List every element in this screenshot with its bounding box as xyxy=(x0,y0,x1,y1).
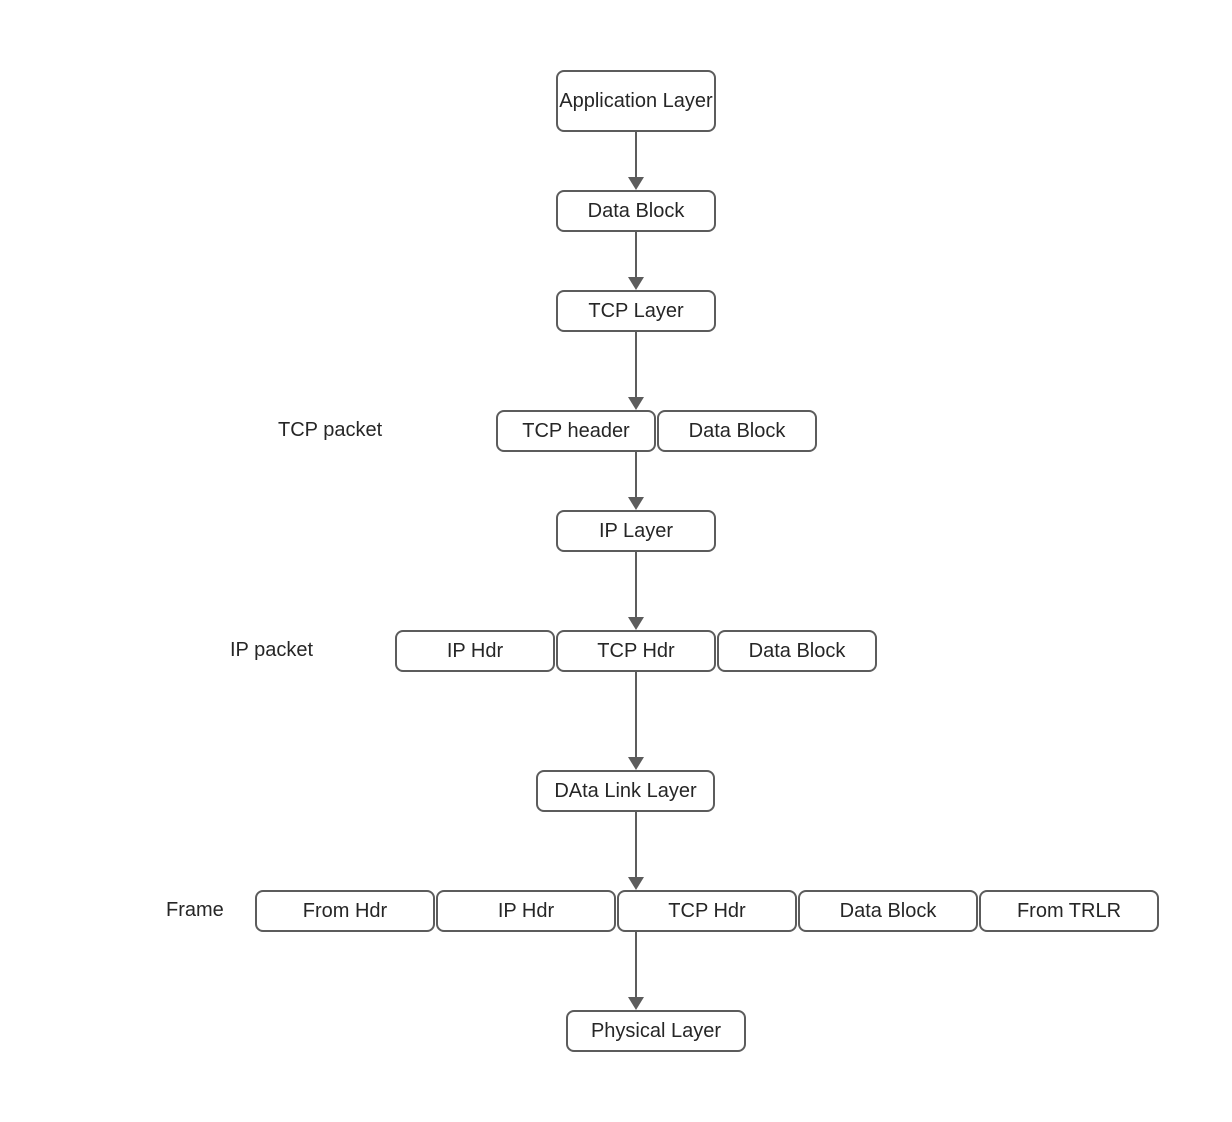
segment-ip-hdr[interactable]: IP Hdr xyxy=(436,890,616,932)
arrow-tcp-packet-to-ip-layer xyxy=(628,452,644,510)
row-frame: From Hdr IP Hdr TCP Hdr Data Block From … xyxy=(255,890,1159,932)
arrow-application-to-data-block xyxy=(628,132,644,190)
node-tcp-layer[interactable]: TCP Layer xyxy=(556,290,716,332)
segment-tcp-header[interactable]: TCP header xyxy=(496,410,656,452)
segment-tcp-hdr[interactable]: TCP Hdr xyxy=(556,630,716,672)
segment-from-hdr[interactable]: From Hdr xyxy=(255,890,435,932)
label-tcp-packet: TCP packet xyxy=(278,419,383,441)
node-ip-layer[interactable]: IP Layer xyxy=(556,510,716,552)
arrow-data-block-to-tcp-layer xyxy=(628,232,644,290)
arrow-tcp-layer-to-tcp-packet xyxy=(628,332,644,410)
segment-data-block[interactable]: Data Block xyxy=(717,630,877,672)
segment-from-trlr[interactable]: From TRLR xyxy=(979,890,1159,932)
label-frame: Frame xyxy=(166,899,224,921)
node-application-layer[interactable]: Application Layer xyxy=(556,70,716,132)
node-data-block[interactable]: Data Block xyxy=(556,190,716,232)
arrow-ip-layer-to-ip-packet xyxy=(628,552,644,630)
arrow-ip-packet-to-data-link-layer xyxy=(628,672,644,770)
segment-tcp-hdr[interactable]: TCP Hdr xyxy=(617,890,797,932)
arrow-data-link-layer-to-frame xyxy=(628,812,644,890)
row-ip-packet: IP Hdr TCP Hdr Data Block xyxy=(395,630,877,672)
segment-ip-hdr[interactable]: IP Hdr xyxy=(395,630,555,672)
arrow-frame-to-physical-layer xyxy=(628,932,644,1010)
segment-data-block[interactable]: Data Block xyxy=(798,890,978,932)
node-physical-layer[interactable]: Physical Layer xyxy=(566,1010,746,1052)
node-data-link-layer[interactable]: DAta Link Layer xyxy=(536,770,715,812)
row-tcp-packet: TCP header Data Block xyxy=(496,410,817,452)
label-ip-packet: IP packet xyxy=(230,639,314,661)
segment-data-block[interactable]: Data Block xyxy=(657,410,817,452)
